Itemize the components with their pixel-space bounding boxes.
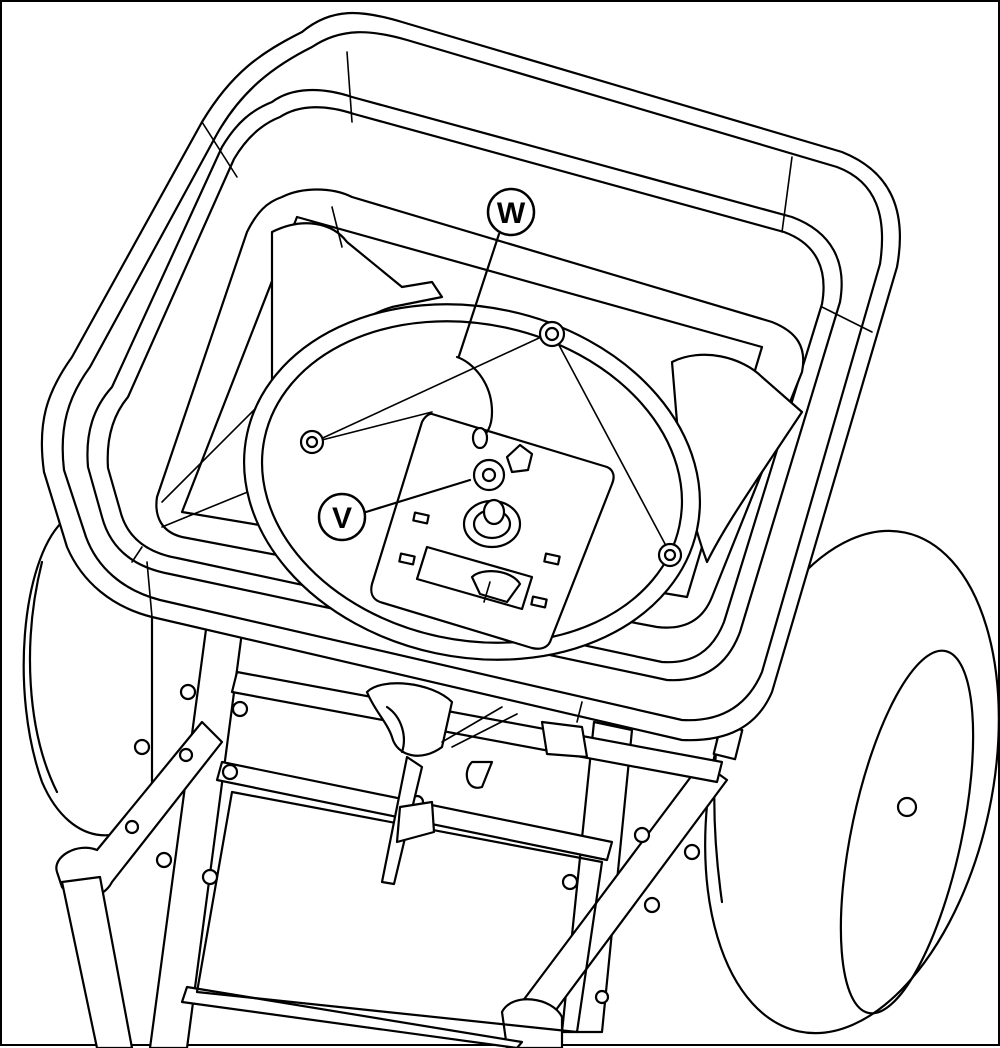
frame xyxy=(55,620,729,1048)
center-plate xyxy=(370,355,615,650)
callout-v-label: V xyxy=(332,502,352,535)
callout-v: V xyxy=(317,478,472,542)
gate-lever xyxy=(365,682,589,886)
callout-w-label: W xyxy=(497,197,526,230)
callout-w: W xyxy=(457,187,536,358)
